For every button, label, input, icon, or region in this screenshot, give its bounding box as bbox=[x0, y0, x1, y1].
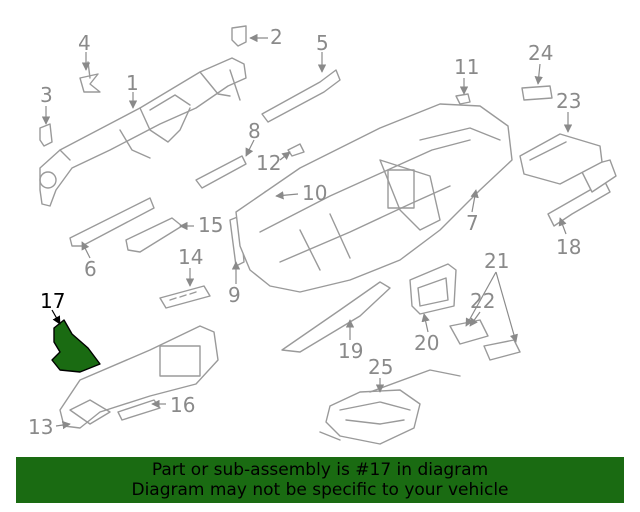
callout-14: 14 bbox=[178, 245, 203, 269]
part-11-clip bbox=[455, 93, 471, 105]
part-5-duct bbox=[261, 69, 341, 123]
part-4-bracket bbox=[79, 61, 101, 93]
part-17-highlighted-trim bbox=[51, 319, 101, 373]
callout-12: 12 bbox=[256, 151, 281, 175]
part-22-bracket bbox=[449, 319, 489, 345]
part-19-trim-strip bbox=[281, 281, 391, 353]
part-13-lower-cover bbox=[59, 325, 219, 429]
part-20-center-bezel bbox=[409, 263, 457, 315]
part-3-clip bbox=[39, 123, 53, 147]
part-23-glovebox bbox=[519, 133, 603, 185]
callout-4: 4 bbox=[78, 31, 91, 55]
callout-18: 18 bbox=[556, 235, 581, 259]
callout-7: 7 bbox=[466, 211, 479, 235]
callout-24: 24 bbox=[528, 41, 553, 65]
callout-2: 2 bbox=[270, 25, 283, 49]
part-7-instrument-panel bbox=[235, 103, 513, 293]
callout-22: 22 bbox=[470, 289, 495, 313]
callout-21: 21 bbox=[484, 249, 509, 273]
part-info-banner: Part or sub-assembly is #17 in diagram D… bbox=[16, 457, 624, 503]
part-15-cover bbox=[125, 217, 183, 253]
part-12-clip bbox=[287, 143, 305, 157]
part-1-hanger-beam bbox=[39, 57, 247, 207]
part-21-bracket bbox=[483, 339, 521, 361]
callout-15: 15 bbox=[198, 213, 223, 237]
banner-line-1: Part or sub-assembly is #17 in diagram bbox=[151, 460, 489, 480]
callout-8: 8 bbox=[248, 119, 261, 143]
callout-16: 16 bbox=[170, 393, 195, 417]
callout-3: 3 bbox=[40, 83, 53, 107]
callout-17: 17 bbox=[40, 289, 65, 313]
part-6-bar bbox=[69, 197, 155, 247]
callout-13: 13 bbox=[28, 415, 53, 439]
part-2-bracket bbox=[231, 25, 247, 47]
callout-20: 20 bbox=[414, 331, 439, 355]
callout-25: 25 bbox=[368, 355, 393, 379]
callout-5: 5 bbox=[316, 31, 329, 55]
callout-9: 9 bbox=[228, 283, 241, 307]
banner-line-2: Diagram may not be specific to your vehi… bbox=[131, 480, 509, 500]
callout-19: 19 bbox=[338, 339, 363, 363]
callout-6: 6 bbox=[84, 257, 97, 281]
callout-labels: 2 1 3 4 5 6 7 8 9 10 11 12 13 14 15 16 1… bbox=[28, 25, 581, 439]
part-25-heater-unit bbox=[319, 369, 461, 445]
part-16-strip bbox=[117, 399, 161, 421]
callout-23: 23 bbox=[556, 89, 581, 113]
leader-lines bbox=[41, 33, 573, 430]
part-14-switch-panel bbox=[159, 285, 211, 309]
callout-10: 10 bbox=[302, 181, 327, 205]
callout-11: 11 bbox=[454, 55, 479, 79]
callout-1: 1 bbox=[126, 71, 139, 95]
part-24-sensor bbox=[521, 85, 553, 101]
part-8-duct bbox=[195, 155, 247, 189]
